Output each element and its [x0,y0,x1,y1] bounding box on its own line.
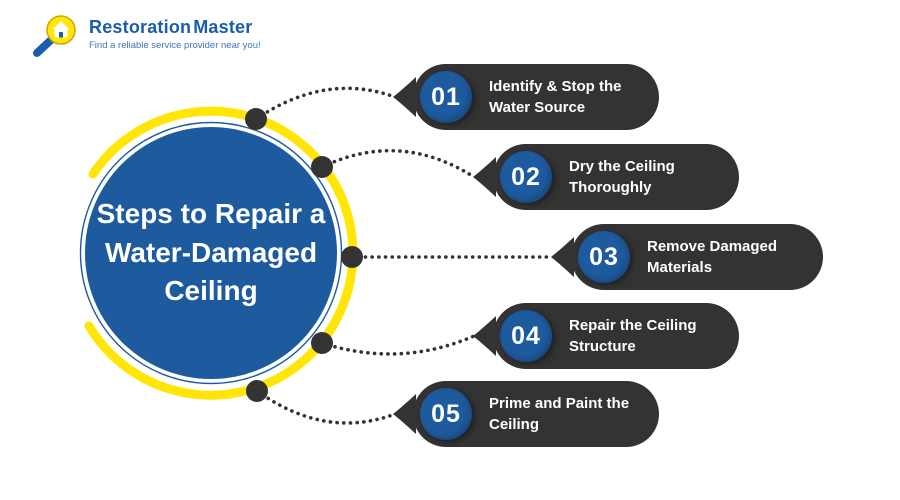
brand-name-part1: Restoration [89,17,192,37]
connector-line-5 [255,389,397,425]
step-label: Identify & Stop the Water Source [489,78,622,116]
brand-name-part2: Master [193,17,253,37]
connector-dot-1 [245,108,267,130]
connector-lines [254,86,554,425]
connector-line-4 [320,334,476,356]
brand-tagline: Find a reliable service provider near yo… [89,40,261,51]
step-pill-3: 03 Remove Damaged Materials [571,224,823,290]
step-number-badge: 05 [420,388,472,440]
connector-dot-3 [341,246,363,268]
center-circle [85,127,337,379]
step-pill-5: 05 Prime and Paint the Ceiling [413,381,659,447]
step-pill-1: 01 Identify & Stop the Water Source [413,64,659,130]
connector-dots [245,108,363,402]
connector-dot-2 [311,156,333,178]
step-label: Dry the Ceiling Thoroughly [569,158,675,196]
step-label: Prime and Paint the Ceiling [489,395,630,433]
step-pill-4: 04 Repair the Ceiling Structure [493,303,739,369]
connector-line-1 [254,86,397,121]
center-title: Steps to Repair a Water-Damaged Ceiling [96,198,326,307]
step-number-badge: 04 [500,310,552,362]
step-number-badge: 03 [578,231,630,283]
step-label: Remove Damaged Materials [647,238,778,276]
magnifier-house-icon [33,15,76,57]
connector-dot-5 [246,380,268,402]
circle-outline-ring [79,121,343,385]
step-number-badge: 02 [500,151,552,203]
connector-line-2 [320,148,476,179]
step-pill-2: 02 Dry the Ceiling Thoroughly [493,144,739,210]
connector-dot-4 [311,332,333,354]
step-label: Repair the Ceiling Structure [569,317,697,355]
step-number-badge: 01 [420,71,472,123]
